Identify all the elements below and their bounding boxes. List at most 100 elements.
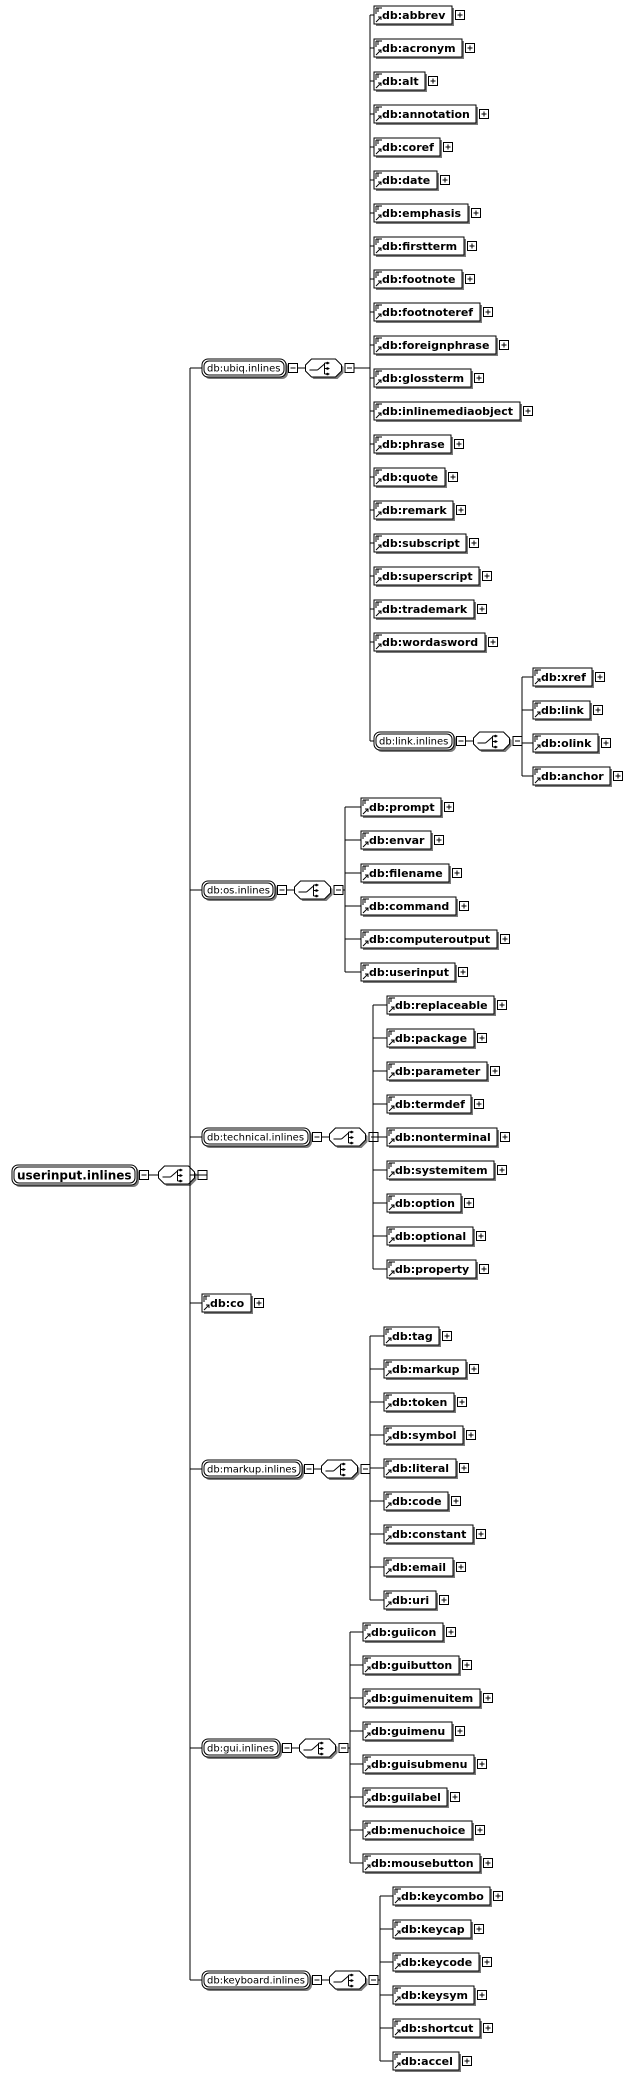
expand-icon[interactable] xyxy=(469,1364,479,1374)
element-db-accel[interactable]: db:accel xyxy=(392,2051,472,2072)
element-db-guiicon[interactable]: db:guiicon xyxy=(362,1622,456,1643)
expand-icon[interactable] xyxy=(454,439,464,449)
element-db-guimenu[interactable]: db:guimenu xyxy=(362,1721,465,1742)
expand-icon[interactable] xyxy=(479,1264,489,1274)
element-db-email[interactable]: db:email xyxy=(383,1557,466,1578)
expand-icon[interactable] xyxy=(500,1132,510,1142)
expand-icon[interactable] xyxy=(483,2023,493,2033)
expand-icon[interactable] xyxy=(434,835,444,845)
expand-icon[interactable] xyxy=(254,1298,264,1308)
expand-icon[interactable] xyxy=(448,472,458,482)
element-db-remark[interactable]: db:remark xyxy=(373,500,466,521)
element-db-keysym[interactable]: db:keysym xyxy=(392,1985,487,2006)
element-db-envar[interactable]: db:envar xyxy=(360,830,444,851)
element-db-markup[interactable]: db:markup xyxy=(383,1359,479,1380)
expand-icon[interactable] xyxy=(488,637,498,647)
element-db-keycode[interactable]: db:keycode xyxy=(392,1952,492,1973)
element-db-glossterm[interactable]: db:glossterm xyxy=(373,368,484,389)
choice-compositor[interactable] xyxy=(329,1127,379,1148)
element-db-mousebutton[interactable]: db:mousebutton xyxy=(362,1853,493,1874)
expand-icon[interactable] xyxy=(471,208,481,218)
element-db-literal[interactable]: db:literal xyxy=(383,1458,469,1479)
group-db-os-inlines[interactable]: db:os.inlines xyxy=(201,880,287,901)
expand-icon[interactable] xyxy=(462,2056,472,2066)
expand-icon[interactable] xyxy=(456,505,466,515)
element-db-uri[interactable]: db:uri xyxy=(383,1590,449,1611)
element-db-date[interactable]: db:date xyxy=(373,170,450,191)
element-db-guibutton[interactable]: db:guibutton xyxy=(362,1655,472,1676)
element-db-code[interactable]: db:code xyxy=(383,1491,461,1512)
element-db-phrase[interactable]: db:phrase xyxy=(373,434,464,455)
element-db-guisubmenu[interactable]: db:guisubmenu xyxy=(362,1754,487,1775)
collapse-icon[interactable] xyxy=(360,1464,371,1474)
expand-icon[interactable] xyxy=(477,604,487,614)
expand-icon[interactable] xyxy=(455,10,465,20)
expand-icon[interactable] xyxy=(452,868,462,878)
collapse-icon[interactable] xyxy=(456,736,466,746)
collapse-icon[interactable] xyxy=(333,885,344,895)
expand-icon[interactable] xyxy=(442,1331,452,1341)
element-db-keycombo[interactable]: db:keycombo xyxy=(392,1886,503,1907)
root-group-userinput-inlines[interactable]: userinput.inlines xyxy=(11,1164,149,1187)
collapse-icon[interactable] xyxy=(288,363,298,373)
group-db-link-inlines[interactable]: db:link.inlines xyxy=(373,731,466,752)
group-db-gui-inlines[interactable]: db:gui.inlines xyxy=(201,1738,292,1759)
expand-icon[interactable] xyxy=(500,934,510,944)
expand-icon[interactable] xyxy=(490,1066,500,1076)
collapse-icon[interactable] xyxy=(139,1170,149,1180)
collapse-icon[interactable] xyxy=(277,885,287,895)
collapse-icon[interactable] xyxy=(338,1743,349,1753)
element-db-optional[interactable]: db:optional xyxy=(386,1226,486,1247)
expand-icon[interactable] xyxy=(440,175,450,185)
element-db-systemitem[interactable]: db:systemitem xyxy=(386,1160,507,1181)
element-db-xref[interactable]: db:xref xyxy=(532,667,605,688)
expand-icon[interactable] xyxy=(450,1792,460,1802)
expand-icon[interactable] xyxy=(459,901,469,911)
element-db-parameter[interactable]: db:parameter xyxy=(386,1061,500,1082)
expand-icon[interactable] xyxy=(439,1595,449,1605)
group-db-ubiq-inlines[interactable]: db:ubiq.inlines xyxy=(201,358,298,379)
element-db-wordasword[interactable]: db:wordasword xyxy=(373,632,498,653)
element-db-superscript[interactable]: db:superscript xyxy=(373,566,492,587)
element-db-guilabel[interactable]: db:guilabel xyxy=(362,1787,460,1808)
expand-icon[interactable] xyxy=(474,1099,484,1109)
element-db-inlinemediaobject[interactable]: db:inlinemediaobject xyxy=(373,401,533,422)
expand-icon[interactable] xyxy=(474,373,484,383)
expand-icon[interactable] xyxy=(497,1165,507,1175)
element-db-foreignphrase[interactable]: db:foreignphrase xyxy=(373,335,509,356)
expand-icon[interactable] xyxy=(523,406,533,416)
collapse-icon[interactable] xyxy=(282,1743,292,1753)
choice-compositor[interactable] xyxy=(158,1165,208,1186)
expand-icon[interactable] xyxy=(451,1496,461,1506)
expand-icon[interactable] xyxy=(474,1924,484,1934)
element-db-link[interactable]: db:link xyxy=(532,700,603,721)
choice-compositor[interactable] xyxy=(473,731,523,752)
expand-icon[interactable] xyxy=(476,1231,486,1241)
expand-icon[interactable] xyxy=(443,142,453,152)
expand-icon[interactable] xyxy=(477,1990,487,2000)
expand-icon[interactable] xyxy=(466,1430,476,1440)
element-db-prompt[interactable]: db:prompt xyxy=(360,797,454,818)
element-db-acronym[interactable]: db:acronym xyxy=(373,38,475,59)
choice-compositor[interactable] xyxy=(294,880,344,901)
expand-icon[interactable] xyxy=(428,76,438,86)
element-db-menuchoice[interactable]: db:menuchoice xyxy=(362,1820,485,1841)
collapse-icon[interactable] xyxy=(512,736,523,746)
element-db-replaceable[interactable]: db:replaceable xyxy=(386,995,507,1016)
group-db-keyboard-inlines[interactable]: db:keyboard.inlines xyxy=(201,1970,322,1991)
element-db-quote[interactable]: db:quote xyxy=(373,467,458,488)
element-db-property[interactable]: db:property xyxy=(386,1259,489,1280)
collapse-icon[interactable] xyxy=(368,1975,379,1985)
element-db-coref[interactable]: db:coref xyxy=(373,137,453,158)
expand-icon[interactable] xyxy=(459,1463,469,1473)
expand-icon[interactable] xyxy=(462,1660,472,1670)
element-db-userinput[interactable]: db:userinput xyxy=(360,962,468,983)
expand-icon[interactable] xyxy=(613,771,623,781)
expand-icon[interactable] xyxy=(482,1957,492,1967)
expand-icon[interactable] xyxy=(469,538,479,548)
expand-icon[interactable] xyxy=(497,1000,507,1010)
element-db-shortcut[interactable]: db:shortcut xyxy=(392,2018,493,2039)
expand-icon[interactable] xyxy=(483,1858,493,1868)
element-db-emphasis[interactable]: db:emphasis xyxy=(373,203,481,224)
element-db-keycap[interactable]: db:keycap xyxy=(392,1919,484,1940)
